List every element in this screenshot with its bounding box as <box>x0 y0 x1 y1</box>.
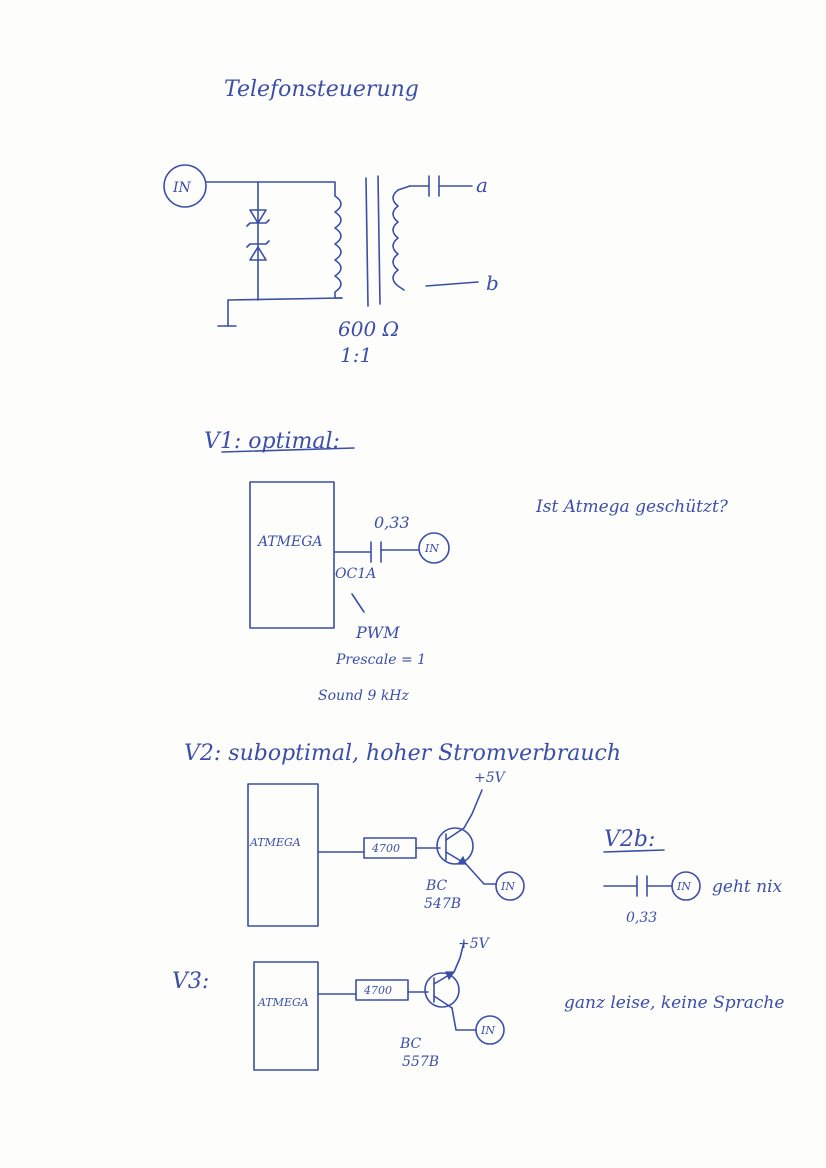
core-line-1 <box>365 177 369 307</box>
v3-in-label: IN <box>480 1024 495 1037</box>
bottom-wire <box>227 297 343 327</box>
v3-in-node <box>475 1015 505 1045</box>
v1-sound-label: Sound 9 kHz <box>318 688 410 704</box>
v2-transistor-type-1: BC <box>425 878 448 894</box>
zener-diode-upper <box>246 209 270 227</box>
v3-section: V3: ATMEGA 4700 +5V IN BC 557B ganz leis… <box>172 936 784 1071</box>
v2-heading: V2: suboptimal, hoher Stromverbrauch <box>184 741 621 766</box>
v1-atmega-label: ATMEGA <box>256 534 323 550</box>
v1-capacitor-value: 0,33 <box>374 513 410 532</box>
v2-transistor-collector <box>445 827 465 841</box>
v3-transistor-circle <box>424 972 460 1008</box>
v2b-capacitor-value: 0,33 <box>626 910 657 926</box>
v3-transistor-collector <box>433 995 453 1009</box>
core-line-2 <box>377 175 381 305</box>
v1-pin-pointer <box>351 593 365 613</box>
v2-in-node <box>495 871 525 901</box>
terminal-b-wire <box>425 281 479 287</box>
v1-heading-underline <box>221 447 355 453</box>
v1-question-note: Ist Atmega geschützt? <box>535 497 729 517</box>
v3-transistor-type-2: 557B <box>402 1054 439 1070</box>
v2-in-label: IN <box>500 880 515 893</box>
v3-atmega-box <box>253 961 319 1071</box>
v2-emitter-arrow <box>456 855 467 865</box>
v2-section: V2: suboptimal, hoher Stromverbrauch ATM… <box>184 741 621 927</box>
v2-supply-label: +5V <box>474 770 507 786</box>
secondary-coil <box>392 185 411 291</box>
in-node-label: IN <box>172 180 192 196</box>
v2-transistor-type-2: 547B <box>424 896 461 912</box>
top-wire <box>205 181 336 197</box>
v2b-heading: V2b: <box>604 827 655 852</box>
v2b-note: geht nix <box>712 877 783 897</box>
v2b-heading-underline <box>603 849 665 853</box>
terminal-a-label: a <box>476 173 488 197</box>
v3-transistor-type-1: BC <box>399 1036 422 1052</box>
transformer-ratio: 1:1 <box>340 343 372 367</box>
in-node-circle <box>163 164 207 208</box>
terminal-b-label: b <box>486 271 499 295</box>
v3-resistor <box>355 979 409 1001</box>
v3-note: ganz leise, keine Sprache <box>564 993 784 1013</box>
v1-pin-label: OC1A <box>335 566 376 582</box>
transformer-circuit: IN a b 600 Ω 1:1 <box>163 164 499 367</box>
v3-resistor-label: 4700 <box>363 984 392 997</box>
v2-atmega-box <box>247 783 319 927</box>
v3-emitter-wire <box>453 941 465 973</box>
v1-prescale-label: Prescale = 1 <box>335 652 426 668</box>
v1-pwm-label: PWM <box>355 623 400 642</box>
v3-heading: V3: <box>172 969 209 994</box>
v3-supply-label: +5V <box>458 936 491 952</box>
v3-collector-wire <box>451 1007 477 1031</box>
v3-atmega-label: ATMEGA <box>257 996 309 1009</box>
v1-section: V1: optimal: ATMEGA IN 0,33 OC1A PWM Pre… <box>204 429 729 704</box>
v2-resistor-label: 4700 <box>371 842 400 855</box>
v2b-in-label: IN <box>676 880 691 893</box>
primary-coil <box>334 195 343 299</box>
v1-atmega-box <box>249 481 335 629</box>
v1-in-node <box>418 532 450 564</box>
v1-in-label: IN <box>424 542 439 555</box>
v3-emitter-arrow <box>445 971 456 981</box>
v2-collector-wire <box>463 789 483 829</box>
page-title: Telefonsteuerung <box>224 77 419 102</box>
v2b-in-node <box>671 871 701 901</box>
v2-atmega-label: ATMEGA <box>249 836 301 849</box>
zener-diode-lower <box>246 240 270 261</box>
v2b-section: V2b: IN 0,33 geht nix <box>603 827 783 926</box>
v2-emitter-wire <box>465 863 497 885</box>
transformer-impedance: 600 Ω <box>338 317 399 341</box>
v2-transistor-circle <box>436 827 474 865</box>
